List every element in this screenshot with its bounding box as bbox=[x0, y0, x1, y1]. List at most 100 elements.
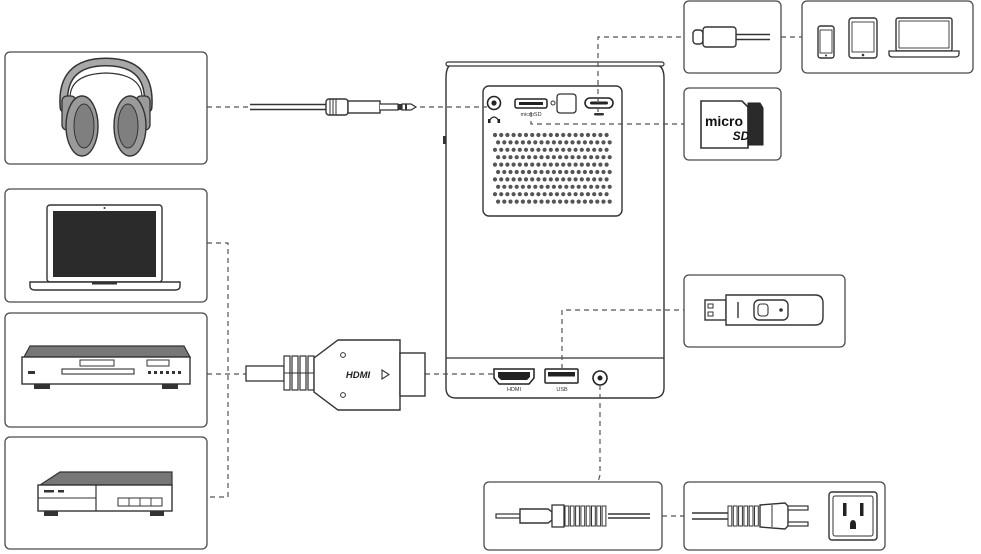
vent-hole bbox=[592, 132, 597, 138]
vent-hole bbox=[548, 162, 553, 167]
vent-hole bbox=[551, 155, 557, 160]
vent-hole bbox=[601, 184, 606, 189]
strain-relief-rib bbox=[596, 505, 602, 527]
microsd-card-icon bbox=[747, 102, 764, 146]
vent-hole bbox=[564, 155, 569, 160]
vent-hole bbox=[499, 132, 504, 138]
vent-hole bbox=[502, 155, 507, 160]
vent-hole bbox=[511, 177, 516, 182]
vent-hole bbox=[545, 184, 550, 189]
vent-hole bbox=[592, 147, 597, 152]
vent-hole bbox=[564, 184, 569, 189]
set-top-box-panel bbox=[4, 436, 208, 550]
strain-relief-rib bbox=[601, 505, 607, 527]
vent-hole bbox=[545, 199, 550, 204]
vent-hole bbox=[601, 169, 606, 175]
vent-hole bbox=[582, 155, 588, 160]
vent-hole bbox=[527, 169, 532, 175]
strain-relief-rib bbox=[569, 505, 575, 527]
vent-hole bbox=[604, 132, 609, 138]
laptop-device-icon bbox=[888, 17, 960, 58]
vent-hole bbox=[505, 162, 510, 167]
vent-hole bbox=[505, 177, 510, 182]
set-top-box-icon bbox=[37, 471, 173, 516]
vent-hole bbox=[551, 184, 557, 189]
strain-relief-rib bbox=[738, 505, 743, 527]
vent-hole bbox=[523, 192, 529, 197]
vent-hole bbox=[496, 199, 501, 204]
vent-hole bbox=[548, 132, 553, 138]
vent-hole bbox=[567, 192, 572, 197]
vent-hole bbox=[508, 199, 513, 204]
vent-hole bbox=[576, 169, 581, 175]
dc-power-cable-panel bbox=[483, 481, 663, 551]
vent-hole bbox=[530, 192, 535, 197]
vent-hole bbox=[533, 184, 538, 189]
vent-hole bbox=[576, 155, 581, 160]
microsd-card-panel: micro SD bbox=[683, 87, 782, 161]
hdmi-logo: HDMI bbox=[346, 370, 371, 381]
vent-hole bbox=[499, 162, 504, 167]
vent-hole bbox=[589, 169, 594, 175]
wall-outlet-icon bbox=[828, 491, 878, 541]
vent-hole bbox=[561, 162, 566, 167]
vent-hole bbox=[536, 177, 541, 182]
vent-hole bbox=[595, 140, 600, 145]
vent-hole bbox=[570, 169, 575, 175]
hdmi-plug-tip bbox=[399, 352, 426, 397]
microsd-link bbox=[530, 112, 684, 125]
vent-hole bbox=[517, 177, 522, 182]
vent-hole bbox=[505, 132, 510, 138]
vent-hole bbox=[585, 192, 591, 197]
mobile-devices-panel bbox=[801, 0, 974, 74]
tablet-icon bbox=[848, 17, 878, 59]
ac-power-panel bbox=[683, 481, 886, 551]
vent-hole bbox=[523, 147, 529, 152]
vent-hole bbox=[533, 140, 538, 145]
vent-hole bbox=[558, 155, 563, 160]
vent-hole bbox=[517, 132, 522, 138]
vent-hole bbox=[492, 162, 498, 167]
vent-hole bbox=[511, 132, 516, 138]
vent-hole bbox=[598, 162, 603, 167]
video-sources-bus bbox=[207, 242, 229, 498]
vent-hole bbox=[520, 155, 526, 160]
vent-hole bbox=[527, 199, 532, 204]
strain-relief-rib bbox=[580, 505, 586, 527]
vent-hole bbox=[585, 162, 591, 167]
vent-hole bbox=[567, 132, 572, 138]
vent-hole bbox=[517, 147, 522, 152]
vent-hole bbox=[558, 169, 563, 175]
vent-hole bbox=[573, 132, 578, 138]
vent-hole bbox=[530, 177, 535, 182]
laptop-panel bbox=[4, 188, 208, 303]
vent-hole bbox=[536, 192, 541, 197]
vent-hole bbox=[561, 147, 566, 152]
vent-hole bbox=[579, 177, 584, 182]
vent-hole bbox=[579, 147, 584, 152]
vent-hole bbox=[579, 162, 584, 167]
vent-hole bbox=[598, 132, 603, 138]
vent-hole bbox=[601, 140, 606, 145]
vent-hole bbox=[539, 199, 544, 204]
projector-rear-panel bbox=[482, 85, 623, 217]
hdmi-strain-relief bbox=[283, 355, 315, 391]
vent-hole bbox=[598, 147, 603, 152]
vent-hole bbox=[505, 147, 510, 152]
vent-hole bbox=[533, 169, 538, 175]
vent-hole bbox=[542, 147, 547, 152]
vent-hole bbox=[579, 192, 584, 197]
vent-hole bbox=[530, 132, 535, 138]
vent-hole bbox=[520, 169, 526, 175]
vent-hole bbox=[551, 169, 557, 175]
vent-hole bbox=[579, 132, 584, 138]
vent-hole bbox=[601, 155, 606, 160]
vent-hole bbox=[511, 192, 516, 197]
vent-hole bbox=[527, 155, 532, 160]
play-arrow-icon bbox=[381, 368, 391, 381]
vent-hole bbox=[542, 177, 547, 182]
vent-hole bbox=[607, 140, 612, 145]
vent-hole bbox=[551, 199, 557, 204]
vent-hole bbox=[548, 192, 553, 197]
